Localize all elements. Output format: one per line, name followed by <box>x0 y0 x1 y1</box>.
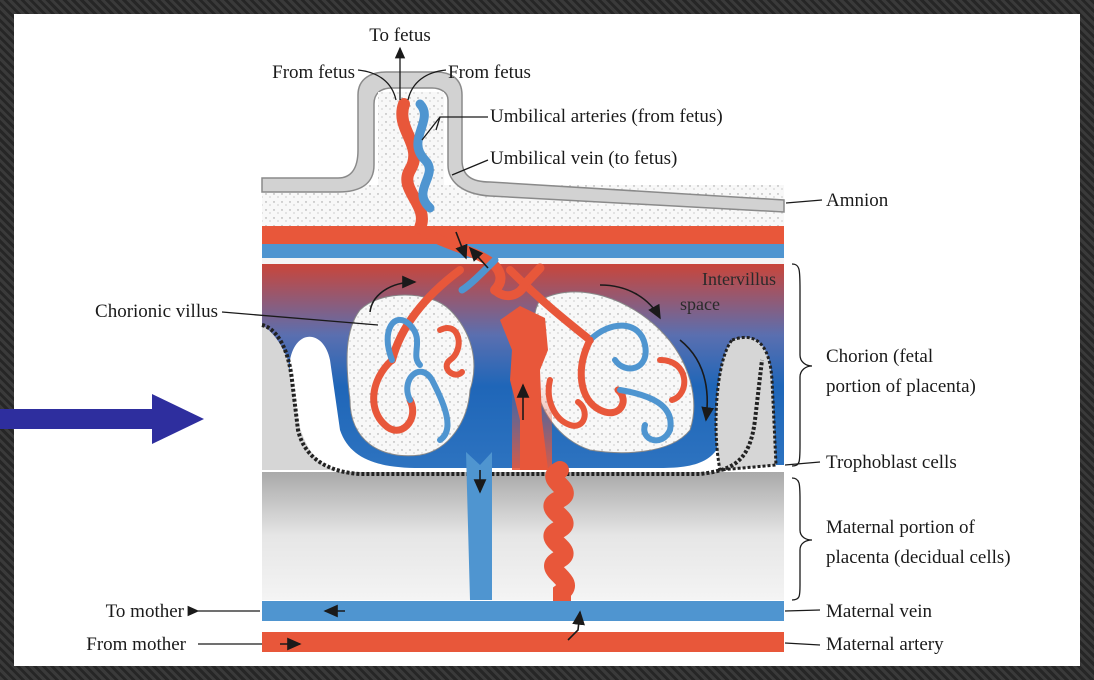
plate-vein <box>262 244 784 258</box>
label-chorionic-villus: Chorionic villus <box>95 301 218 322</box>
maternal-decidua <box>262 472 784 600</box>
plate-artery <box>262 226 784 244</box>
label-maternal-portion-line2: placenta (decidual cells) <box>826 547 1011 568</box>
label-maternal-portion-line1: Maternal portion of <box>826 517 975 538</box>
maternal-vein-drain <box>466 452 492 600</box>
label-from-mother: From mother <box>86 634 186 655</box>
label-chorion-line2: portion of placenta) <box>826 376 976 397</box>
label-trophoblast: Trophoblast cells <box>826 452 957 473</box>
coiled-artery <box>552 470 566 612</box>
pointer-arrow <box>0 394 204 444</box>
label-from-fetus-left: From fetus <box>272 62 355 83</box>
label-maternal-artery: Maternal artery <box>826 634 944 655</box>
label-umbilical-arteries: Umbilical arteries (from fetus) <box>490 106 723 127</box>
label-to-fetus: To fetus <box>369 25 430 46</box>
chorionic-plate-vessels <box>262 226 784 264</box>
label-intervillus-line1: Intervillus <box>702 269 776 289</box>
label-umbilical-vein: Umbilical vein (to fetus) <box>490 148 677 169</box>
label-from-fetus-right: From fetus <box>448 62 531 83</box>
label-intervillus-line2: space <box>680 294 720 314</box>
label-amnion: Amnion <box>826 190 889 211</box>
maternal-artery <box>262 632 784 652</box>
maternal-vessels <box>262 601 784 652</box>
label-chorion-line1: Chorion (fetal <box>826 346 933 367</box>
label-maternal-vein: Maternal vein <box>826 601 933 622</box>
label-to-mother: To mother <box>106 601 185 622</box>
